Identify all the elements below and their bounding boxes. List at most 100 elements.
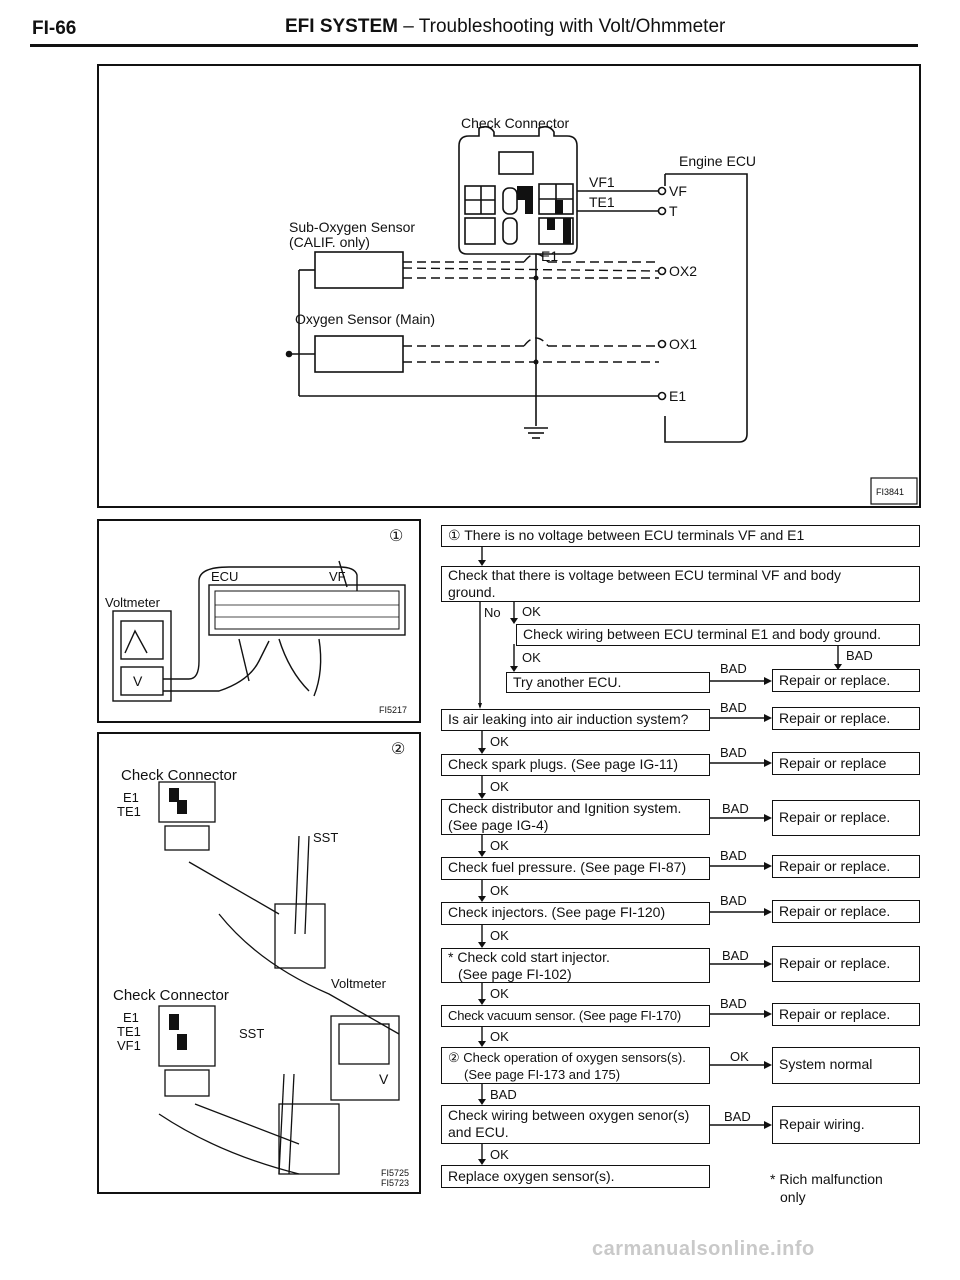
label-bad-11: BAD [724,1109,751,1124]
result-repair-6: Repair or replace. [772,900,920,923]
label-ok-1: OK [522,604,541,619]
pin-e1-label: E1 [669,388,686,404]
page-title-strong: EFI SYSTEM [285,16,398,37]
fig2-te1-top: TE1 [117,804,141,819]
fig2-number: ② [391,741,405,758]
result-repair-2: Repair or replace. [772,707,920,730]
page-title-rest: – Troubleshooting with Volt/Ohmmeter [397,16,726,37]
label-ok-2: OK [522,650,541,665]
label-no: No [484,605,501,620]
pin-vf-label: VF [669,183,687,199]
step-cold-start-line1: * Check cold start injector. [448,949,610,965]
label-bad-7: BAD [720,893,747,908]
step-oxygen-wiring: Check wiring between oxygen senor(s) and… [441,1105,710,1144]
result-repair-wiring: Repair wiring. [772,1106,920,1144]
result-repair-7: Repair or replace. [772,946,920,982]
fig2-e1-top: E1 [123,790,139,805]
wire-te1-label: TE1 [589,194,615,210]
step-check-vf-body-line1: Check that there is voltage between ECU … [448,567,841,583]
step-oxygen-sensors-line2: (See page FI-173 and 175) [464,1067,621,1082]
fig-id: FI3841 [876,487,904,497]
fig2-te1-bottom: TE1 [117,1024,141,1039]
wire-vf1-label: VF1 [589,174,615,190]
page-code: FI-66 [32,18,77,39]
fig1-v-label: V [133,673,143,689]
label-bad-2: BAD [846,648,873,663]
step-air-leaking: Is air leaking into air induction system… [441,709,710,731]
label-ok-4: OK [490,779,509,794]
label-bad-6: BAD [720,848,747,863]
result-repair-4: Repair or replace. [772,800,920,836]
label-bad-4: BAD [720,745,747,760]
step-no-voltage: ① There is no voltage between ECU termin… [441,525,920,547]
watermark: carmanualsonline.info [592,1238,815,1260]
step-oxygen-wiring-line1: Check wiring between oxygen senor(s) [448,1107,690,1123]
label-ok-10: OK [730,1049,749,1064]
result-repair-3: Repair or replace [772,752,920,775]
header-rule [30,44,918,47]
figure-2-panel: ② Check Connector E1 TE1 SST Check Conne… [97,732,421,1194]
pin-ox2-label: OX2 [669,263,697,279]
sub-sensor-label: Sub-Oxygen Sensor [289,219,415,235]
result-repair-5: Repair or replace. [772,855,920,878]
footnote-line2: only [780,1189,806,1205]
engine-ecu-label: Engine ECU [679,153,756,169]
step-oxygen-wiring-line2: and ECU. [448,1124,509,1140]
fig2-check-connector-bottom: Check Connector [113,987,229,1004]
main-sensor-label: Oxygen Sensor (Main) [295,311,435,327]
label-ok-6: OK [490,883,509,898]
label-bad-10: BAD [490,1087,517,1102]
step-spark-plugs: Check spark plugs. (See page IG-11) [441,754,710,776]
fig2-vf1-bottom: VF1 [117,1038,141,1053]
wire-e1-label: E1 [541,248,558,264]
label-ok-9: OK [490,1029,509,1044]
fig1-voltmeter-label: Voltmeter [105,595,161,610]
label-bad-5: BAD [722,801,749,816]
wiring-diagram: Check Connector Engine ECU Sub-Oxygen Se… [285,115,918,505]
figure-2: ② Check Connector E1 TE1 SST Check Conne… [113,741,409,1188]
footnote-line1: * Rich malfunction [770,1171,883,1187]
check-connector-label: Check Connector [461,115,570,131]
step-try-another-ecu: Try another ECU. [506,672,710,693]
step-distributor-line1: Check distributor and Ignition system. [448,800,682,816]
figure-1: ECU VF Voltmeter V ① FI5217 [105,528,407,715]
pin-t-label: T [669,203,678,219]
step-injectors: Check injectors. (See page FI-120) [441,902,710,925]
fig2-sst-bottom: SST [239,1026,264,1041]
step-check-e1-ground: Check wiring between ECU terminal E1 and… [516,624,920,646]
step-distributor: Check distributor and Ignition system. (… [441,799,710,835]
label-ok-3: OK [490,734,509,749]
label-bad-3: BAD [720,700,747,715]
label-bad-9: BAD [720,996,747,1011]
fig1-ecu-label: ECU [211,569,238,584]
label-ok-5: OK [490,838,509,853]
fig2-check-connector-top: Check Connector [121,767,237,784]
step-cold-start: * Check cold start injector. (See page F… [441,948,710,983]
figure-1-panel: ECU VF Voltmeter V ① FI5217 [97,519,421,723]
fig2-v: V [379,1071,389,1087]
step-check-vf-body-line2: ground. [448,584,496,600]
label-ok-11: OK [490,1147,509,1162]
step-check-vf-body: Check that there is voltage between ECU … [441,566,920,602]
step-fuel-pressure: Check fuel pressure. (See page FI-87) [441,857,710,880]
step-replace-sensors: Replace oxygen sensor(s). [441,1165,710,1188]
pin-ox1-label: OX1 [669,336,697,352]
page-title: EFI SYSTEM – Troubleshooting with Volt/O… [285,16,725,38]
fig1-vf-label: VF [329,569,346,584]
label-bad-1: BAD [720,661,747,676]
step-cold-start-line2: (See page FI-102) [458,966,572,982]
label-ok-8: OK [490,986,509,1001]
step-oxygen-sensors-line1: ② Check operation of oxygen sensors(s). [448,1050,686,1065]
fig2-id1: FI5725 [381,1168,409,1178]
label-ok-7: OK [490,928,509,943]
result-system-normal: System normal [772,1047,920,1084]
sub-sensor-note: (CALIF. only) [289,234,370,250]
result-repair-8: Repair or replace. [772,1003,920,1026]
fig1-number: ① [389,528,403,545]
step-distributor-line2: (See page IG-4) [448,817,549,833]
fig2-voltmeter: Voltmeter [331,976,387,991]
fig2-e1-bottom: E1 [123,1010,139,1025]
result-repair-1: Repair or replace. [772,669,920,692]
footnote: * Rich malfunction only [770,1170,883,1206]
